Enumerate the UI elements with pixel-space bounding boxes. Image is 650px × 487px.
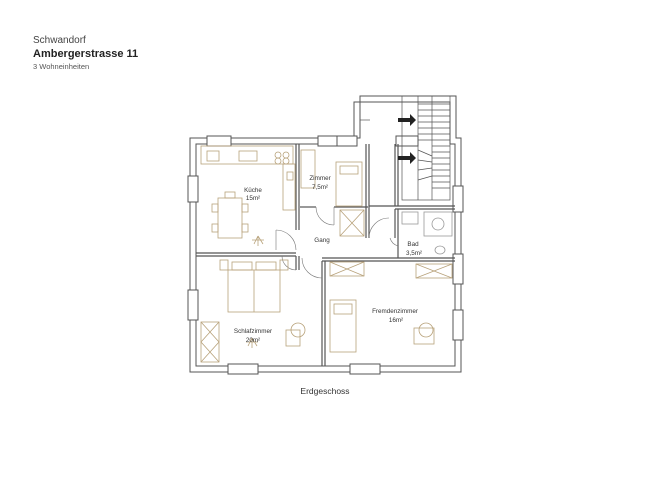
zimmer-area: 7,5m² bbox=[312, 184, 328, 191]
street-address: Ambergerstrasse 11 bbox=[33, 48, 139, 60]
furniture bbox=[200, 145, 453, 363]
room-labels: Küche 15m² Zimmer 7,5m² Gang Bad 3,5m² S… bbox=[234, 175, 422, 344]
plant-icon-2 bbox=[246, 337, 258, 348]
interior-walls bbox=[196, 144, 455, 366]
dining-table bbox=[211, 191, 249, 239]
zimmer-bed bbox=[300, 149, 365, 237]
entry-arrows bbox=[398, 114, 416, 164]
double-bed bbox=[200, 259, 289, 363]
staircase bbox=[360, 95, 451, 201]
bad-area: 3,5m² bbox=[406, 250, 422, 257]
floor-caption: Erdgeschoss bbox=[300, 386, 350, 396]
doors bbox=[275, 206, 399, 279]
project-header: Schwandorf Ambergerstrasse 11 3 Wohneinh… bbox=[33, 34, 138, 73]
schlafzimmer-name: Schlafzimmer bbox=[234, 328, 272, 335]
fremdenzimmer-name: Fremdenzimmer bbox=[372, 308, 418, 315]
bathroom-fixtures bbox=[401, 211, 453, 255]
plant-icon bbox=[252, 235, 264, 246]
gang-name: Gang bbox=[314, 237, 330, 244]
windows bbox=[187, 135, 464, 375]
zimmer-name: Zimmer bbox=[309, 175, 330, 182]
desk-chair bbox=[285, 322, 306, 347]
kueche-area: 15m² bbox=[246, 195, 260, 202]
unit-count: 3 Wohneinheiten bbox=[33, 62, 90, 71]
fremdenzimmer-area: 16m² bbox=[389, 317, 403, 324]
kitchen-counter bbox=[200, 145, 296, 211]
schlafzimmer-area: 20m² bbox=[246, 337, 260, 344]
kueche-name: Küche bbox=[244, 187, 262, 194]
city-name: Schwandorf bbox=[33, 35, 86, 46]
guest-bed bbox=[329, 261, 453, 353]
bad-name: Bad bbox=[407, 241, 419, 248]
